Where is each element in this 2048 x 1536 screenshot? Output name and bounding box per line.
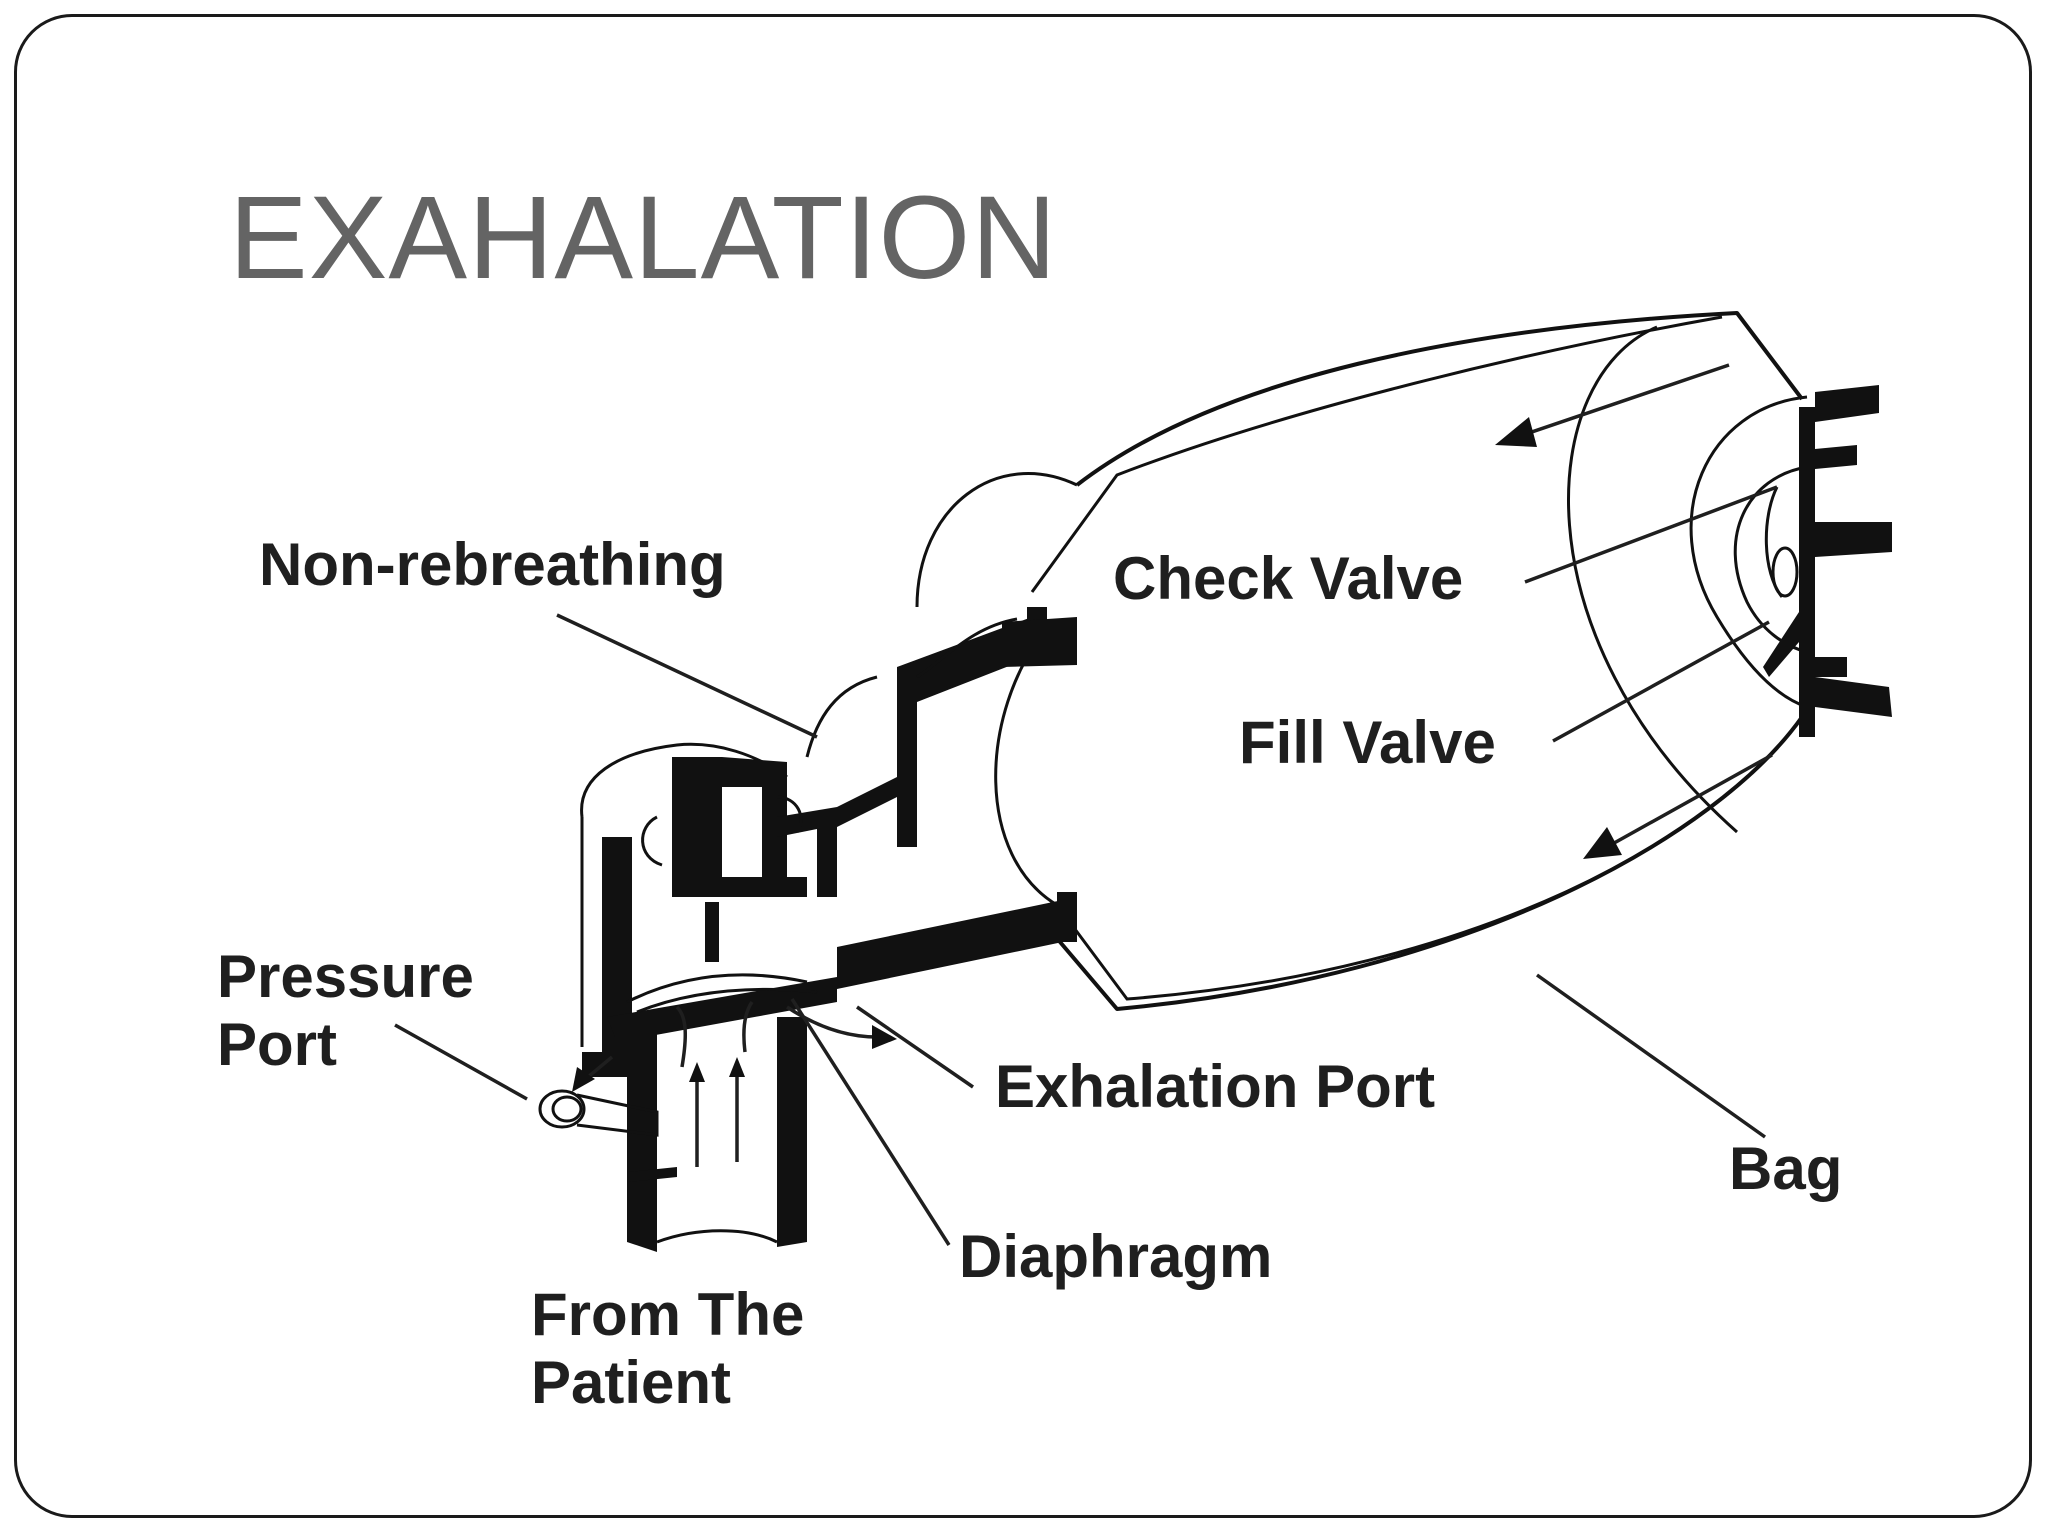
leader-bag <box>1535 973 1767 1139</box>
slide-title: EXAHALATION <box>229 172 1058 304</box>
patient-tube <box>538 1017 807 1252</box>
bag-flow-arrows <box>1495 363 1773 859</box>
label-pressure-port-line2: Port <box>217 1011 337 1078</box>
valve-housing <box>580 742 897 1067</box>
label-from-patient-line1: From The <box>531 1281 804 1348</box>
label-pressure-port-line1: Pressure <box>217 943 474 1010</box>
label-check-valve: Check Valve <box>1113 545 1463 612</box>
label-fill-valve: Fill Valve <box>1239 709 1496 776</box>
bag-illustration <box>915 311 1808 1011</box>
leader-diaphragm <box>790 998 951 1246</box>
patient-flow-arrows <box>572 1000 897 1167</box>
leader-lines <box>394 485 1778 1246</box>
label-from-patient-line2: Patient <box>531 1349 731 1416</box>
arrow-head-upper <box>1495 417 1537 447</box>
leader-fill-valve <box>1552 620 1770 743</box>
valve-assembly <box>1763 385 1892 737</box>
bag-connector <box>805 607 1077 989</box>
arrow-head-lower <box>1583 827 1622 859</box>
label-diaphragm: Diaphragm <box>959 1223 1272 1290</box>
label-exhalation-port: Exhalation Port <box>995 1053 1435 1120</box>
label-bag: Bag <box>1729 1135 1842 1202</box>
resuscitator-exhalation-diagram: Non-rebreathing Check Valve Fill Valve P… <box>217 311 1892 1416</box>
leader-non-rebreathing <box>556 613 818 739</box>
label-non-rebreathing: Non-rebreathing <box>259 531 726 598</box>
leader-check-valve <box>1524 485 1778 584</box>
slide-frame: EXAHALATION <box>14 14 2032 1518</box>
leader-pressure-port <box>394 1023 528 1101</box>
leader-exhalation-port <box>856 1005 974 1089</box>
